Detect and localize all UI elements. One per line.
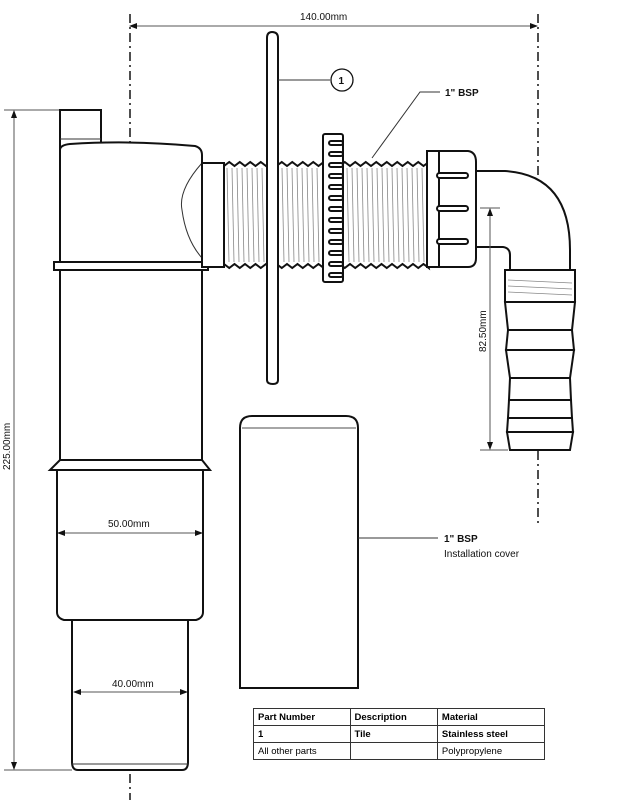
nut-rib xyxy=(328,206,344,212)
nut-rib xyxy=(328,228,344,234)
body-diameter-label: 50.00mm xyxy=(108,519,150,530)
trap-body xyxy=(47,109,213,771)
thread-line xyxy=(311,167,315,263)
cell-material: Stainless steel xyxy=(436,725,546,743)
cell-part-number: 1 xyxy=(253,725,351,743)
nut-rib xyxy=(328,184,344,190)
thread-line xyxy=(246,167,250,263)
thread-line xyxy=(231,167,235,263)
thread-line xyxy=(236,167,240,263)
thread-line xyxy=(391,167,395,263)
thread-line xyxy=(286,167,290,263)
parts-table-header: Part Number Description Material xyxy=(253,708,546,726)
thread-line xyxy=(226,167,230,263)
body-diameter-dimension: 50.00mm xyxy=(57,519,203,536)
cover-callout-line1: 1" BSP xyxy=(444,534,478,545)
thread-line xyxy=(371,167,375,263)
thread-line xyxy=(366,167,370,263)
thread-line xyxy=(401,167,405,263)
thread-line xyxy=(411,167,415,263)
cell-material: Polypropylene xyxy=(436,742,546,760)
header-part-number: Part Number xyxy=(253,708,351,726)
nut-rib xyxy=(328,151,344,157)
part-balloon xyxy=(330,68,354,92)
thread-line xyxy=(351,167,355,263)
threaded-pipe xyxy=(201,159,432,271)
height-dimension: 225.00mm xyxy=(2,109,72,771)
thread-line xyxy=(406,167,410,263)
cover-callout-line2: Installation cover xyxy=(444,549,520,560)
thread-line xyxy=(376,167,380,263)
header-description: Description xyxy=(349,708,438,726)
width-dimension-label: 140.00mm xyxy=(300,12,347,23)
outlet-diameter-dimension: 40.00mm xyxy=(73,679,188,695)
table-row: All other parts Polypropylene xyxy=(253,742,546,760)
thread-line xyxy=(256,167,260,263)
height-dimension-label: 225.00mm xyxy=(2,423,13,470)
thread-line xyxy=(421,167,425,263)
thread-line xyxy=(306,167,310,263)
thread-line xyxy=(241,167,245,263)
thread-line xyxy=(316,167,320,263)
table-row: 1 Tile Stainless steel xyxy=(253,725,546,743)
thread-line xyxy=(356,167,360,263)
thread-line xyxy=(291,167,295,263)
outlet-height-label: 82.50mm xyxy=(478,310,489,352)
thread-line xyxy=(386,167,390,263)
back-nut xyxy=(322,133,344,283)
header-material: Material xyxy=(436,708,546,726)
nut-rib xyxy=(328,162,344,168)
nut-rib xyxy=(328,217,344,223)
nut-rib xyxy=(328,261,344,267)
tile-plate: 1 xyxy=(266,30,354,386)
nut-rib xyxy=(328,250,344,256)
part-balloon-label: 1 xyxy=(339,76,345,87)
thread-line xyxy=(416,167,420,263)
cell-description: Tile xyxy=(349,725,438,743)
parts-table: Part Number Description Material 1 Tile … xyxy=(253,708,546,760)
thread-line xyxy=(281,167,285,263)
nut-rib xyxy=(328,195,344,201)
nut-rib xyxy=(328,173,344,179)
outlet-height-dimension: 82.50mm xyxy=(478,207,508,451)
thread-line xyxy=(296,167,300,263)
thread-line xyxy=(261,167,265,263)
nut-rib xyxy=(328,239,344,245)
union-nut xyxy=(426,150,477,268)
thread-line xyxy=(301,167,305,263)
thread-line xyxy=(251,167,255,263)
thread-line xyxy=(381,167,385,263)
width-dimension: 140.00mm xyxy=(129,12,538,29)
thread-callout: 1" BSP xyxy=(371,88,479,159)
outlet-diameter-label: 40.00mm xyxy=(112,679,154,690)
thread-line xyxy=(396,167,400,263)
thread-callout-label: 1" BSP xyxy=(445,88,479,99)
nut-rib xyxy=(328,272,344,278)
elbow-outlet xyxy=(475,170,577,451)
cell-description xyxy=(349,742,438,760)
thread-line xyxy=(361,167,365,263)
cell-part-number: All other parts xyxy=(253,742,351,760)
thread-line xyxy=(346,167,350,263)
installation-cover: 1" BSP Installation cover xyxy=(239,415,520,689)
nut-rib xyxy=(328,140,344,146)
